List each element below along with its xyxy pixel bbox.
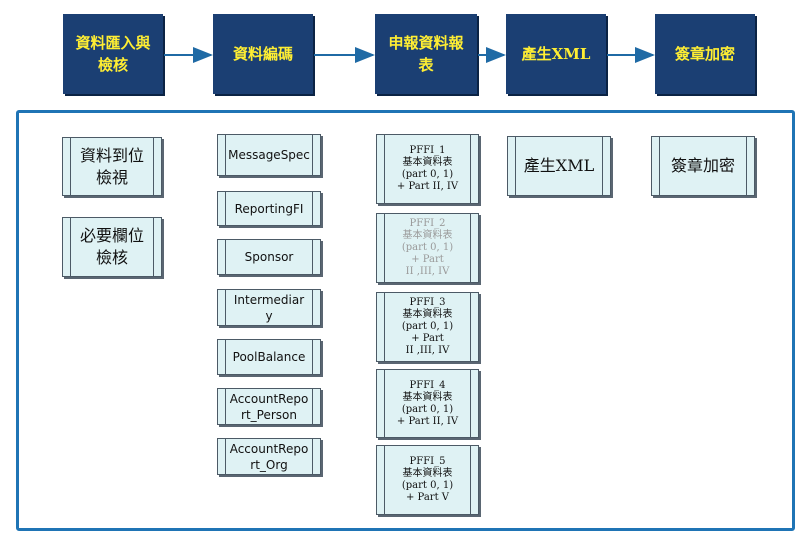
encoding-card: ReportingFI bbox=[217, 191, 321, 226]
report-card: PFFI_3 基本資料表 (part 0, 1) + Part II ,III,… bbox=[376, 292, 479, 362]
encoding-card: Intermediar y bbox=[217, 289, 321, 326]
step-data-encoding: 資料編碼 bbox=[213, 14, 313, 94]
xml-output-card: 產生XML bbox=[507, 136, 611, 196]
step-report-tables: 申報資料報 表 bbox=[375, 14, 477, 94]
detail-panel bbox=[16, 110, 795, 531]
step-sign-encrypt: 簽章加密 bbox=[655, 14, 755, 94]
validation-card: 資料到位 檢視 bbox=[62, 137, 162, 196]
report-card: PFFI_1 基本資料表 (part 0, 1) + Part II, IV bbox=[376, 134, 479, 204]
report-card: PFFI_4 基本資料表 (part 0, 1) + Part II, IV bbox=[376, 369, 479, 438]
encoding-card: AccountRepo rt_Person bbox=[217, 388, 321, 425]
validation-card: 必要欄位 檢核 bbox=[62, 217, 162, 277]
report-card: PFFI_2 基本資料表 (part 0, 1) + Part II ,III,… bbox=[376, 213, 479, 283]
report-card: PFFI_5 基本資料表 (part 0, 1) + Part V bbox=[376, 445, 479, 515]
sign-encrypt-card: 簽章加密 bbox=[651, 136, 755, 196]
step-generate-xml: 產生XML bbox=[506, 14, 606, 94]
encoding-card: PoolBalance bbox=[217, 339, 321, 375]
encoding-card: Sponsor bbox=[217, 239, 321, 275]
encoding-card: AccountRepo rt_Org bbox=[217, 438, 321, 475]
step-data-import: 資料匯入與 檢核 bbox=[63, 14, 163, 94]
encoding-card: MessageSpec bbox=[217, 134, 321, 176]
